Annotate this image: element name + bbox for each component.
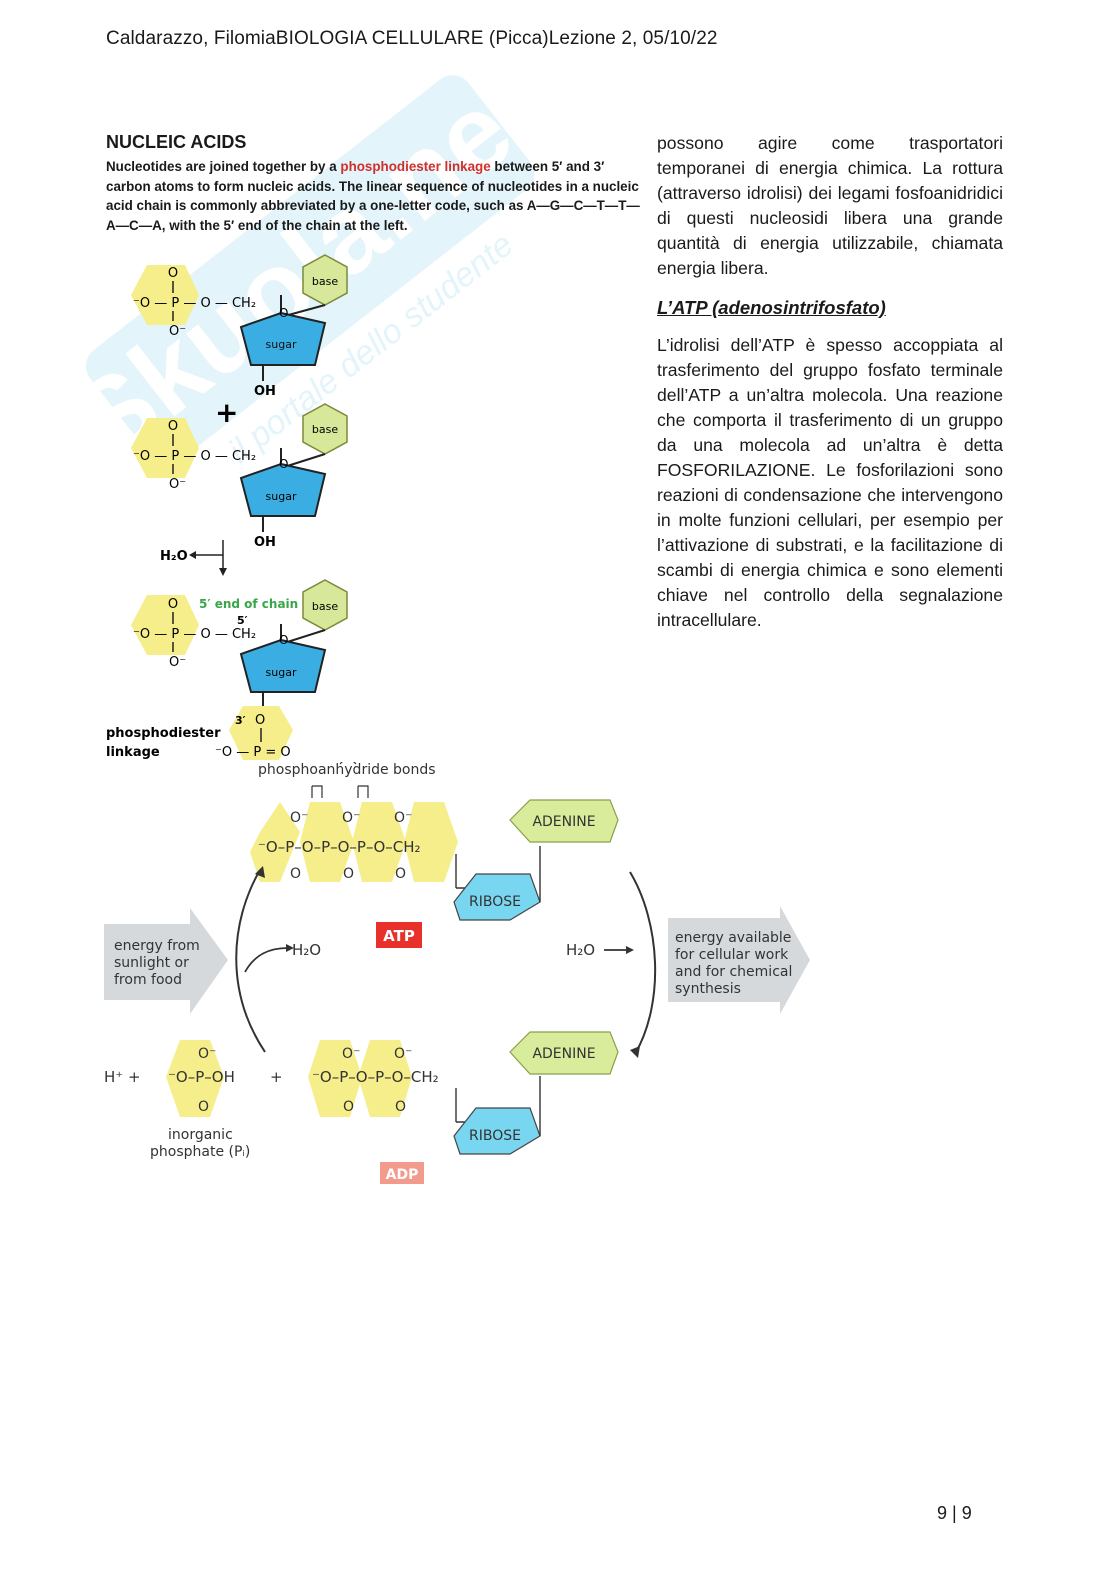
energy-out-line-1: energy available [675,930,791,946]
svg-text:O: O [343,866,354,882]
svg-text:O⁻: O⁻ [394,810,412,826]
svg-text:O: O [395,1099,406,1115]
plus-label: + [270,1068,283,1086]
svg-text:O: O [279,457,288,471]
svg-text:O⁻: O⁻ [394,1046,412,1062]
base-label: base [312,275,338,288]
figure-title: NUCLEIC ACIDS [106,132,247,152]
page-number: 9 | 9 [937,1503,972,1523]
svg-text:O⁻: O⁻ [342,1046,360,1062]
svg-text:O: O [198,1099,209,1115]
svg-text:⁻O — P = O: ⁻O — P = O [215,745,291,760]
inorganic-label-2: phosphate (Pᵢ) [150,1144,250,1160]
phosphoanhydride-label: phosphoanhydride bonds [258,762,436,778]
page-header: Caldarazzo, FilomiaBIOLOGIA CELLULARE (P… [106,28,718,49]
figure-caption: Nucleotides are joined together by a pho… [106,157,646,235]
energy-in-line-2: sunlight or [114,955,189,971]
linkage-label-1: phosphodiester [106,726,221,741]
paragraph-1: possono agire come trasportatori tempora… [657,133,1003,278]
nucleotide-1: O ⁻O — P — O — CH₂ O⁻ base O sugar OH [131,254,348,399]
adp-label: ADP [386,1167,419,1183]
sugar-label: sugar [266,490,297,503]
right-text-column: possono agire come trasportatori tempora… [657,131,1003,633]
caption-text-2: between 5′ and 3′ carbon atoms to form n… [106,159,640,233]
sugar-label: sugar [266,338,297,351]
svg-text:O: O [279,633,288,647]
adenine-label: ADENINE [532,814,595,830]
base-label: base [312,600,338,613]
svg-text:O⁻: O⁻ [198,1046,216,1062]
energy-in-line-3: from food [114,972,182,988]
nucleotide-chain: O ⁻O — P — O — CH₂ O⁻ 5′ end of chain 5′… [106,579,348,760]
five-prime-label: 5′ [237,614,248,627]
oh-label: OH [254,535,276,550]
svg-text:O: O [290,866,301,882]
plus-sign: + [215,396,238,429]
svg-text:⁻O — P — O — CH₂: ⁻O — P — O — CH₂ [133,449,256,464]
svg-text:⁻O — P — O — CH₂: ⁻O — P — O — CH₂ [133,627,256,642]
ribose-label: RIBOSE [469,894,521,910]
energy-in-arrow: energy from sunlight or from food [104,908,228,1014]
svg-text:⁻O–P–O–P–O–CH₂: ⁻O–P–O–P–O–CH₂ [312,1068,439,1086]
svg-text:O: O [343,1099,354,1115]
caption-highlight: phosphodiester linkage [340,159,491,174]
svg-text:O: O [168,266,178,281]
oh-label: OH [254,384,276,399]
svg-text:O: O [279,306,288,320]
figure-atp-cycle: phosphoanhydride bonds ⁻O–P–O–P–O–P–O–CH… [104,762,810,1184]
h2o-label: H₂O [160,549,188,564]
base-label: base [312,423,338,436]
linkage-label-2: linkage [106,745,160,760]
paragraph-2: L’idrolisi dell’ATP è spesso accoppiata … [657,335,1003,630]
h2o-left-label: H₂O [292,941,321,959]
nucleotide-diagram: O ⁻O — P — O — CH₂ O⁻ base O sugar OH + … [106,254,348,760]
section-title-atp: L’ATP (adenosintrifosfato) [657,297,886,318]
svg-text:O⁻: O⁻ [169,324,186,339]
svg-text:O⁻: O⁻ [290,810,308,826]
svg-text:O: O [168,419,178,434]
svg-text:⁻O–P–OH: ⁻O–P–OH [168,1068,235,1086]
energy-out-line-3: and for chemical [675,964,792,980]
atp-molecule: ⁻O–P–O–P–O–P–O–CH₂ O⁻ O⁻ O⁻ O O O RIBOSE… [250,799,619,948]
atp-label: ATP [383,927,415,945]
adenine-label: ADENINE [532,1046,595,1062]
hplus-label: H⁺ + [104,1068,141,1086]
inorganic-label-1: inorganic [168,1127,233,1143]
sugar-label: sugar [266,666,297,679]
three-prime-label: 3′ [235,714,246,727]
energy-out-arrow: energy available for cellular work and f… [668,906,810,1014]
energy-out-line-4: synthesis [675,981,741,997]
svg-text:⁻O — P — O — CH₂: ⁻O — P — O — CH₂ [133,296,256,311]
svg-text:O⁻: O⁻ [169,477,186,492]
ribose-label: RIBOSE [469,1128,521,1144]
h2o-right-label: H₂O [566,941,595,959]
svg-text:O: O [168,597,178,612]
svg-text:O⁻: O⁻ [169,655,186,670]
figure-nucleic-acids: NUCLEIC ACIDS Nucleotides are joined tog… [103,130,648,770]
svg-text:O⁻: O⁻ [342,810,360,826]
caption-text-1: Nucleotides are joined together by a [106,159,341,174]
energy-out-line-2: for cellular work [675,947,789,963]
five-prime-end-label: 5′ end of chain [199,597,298,611]
svg-text:O: O [255,713,265,728]
nucleotide-2: O ⁻O — P — O — CH₂ O⁻ base O sugar OH [131,403,348,550]
h2o-arrow: H₂O [160,540,227,576]
svg-text:⁻O–P–O–P–O–P–O–CH₂: ⁻O–P–O–P–O–P–O–CH₂ [258,838,421,856]
svg-text:O: O [395,866,406,882]
adp-row: H⁺ + O⁻ ⁻O–P–OH O + inorganic phosphate … [104,1031,619,1184]
energy-in-line-1: energy from [114,938,200,954]
